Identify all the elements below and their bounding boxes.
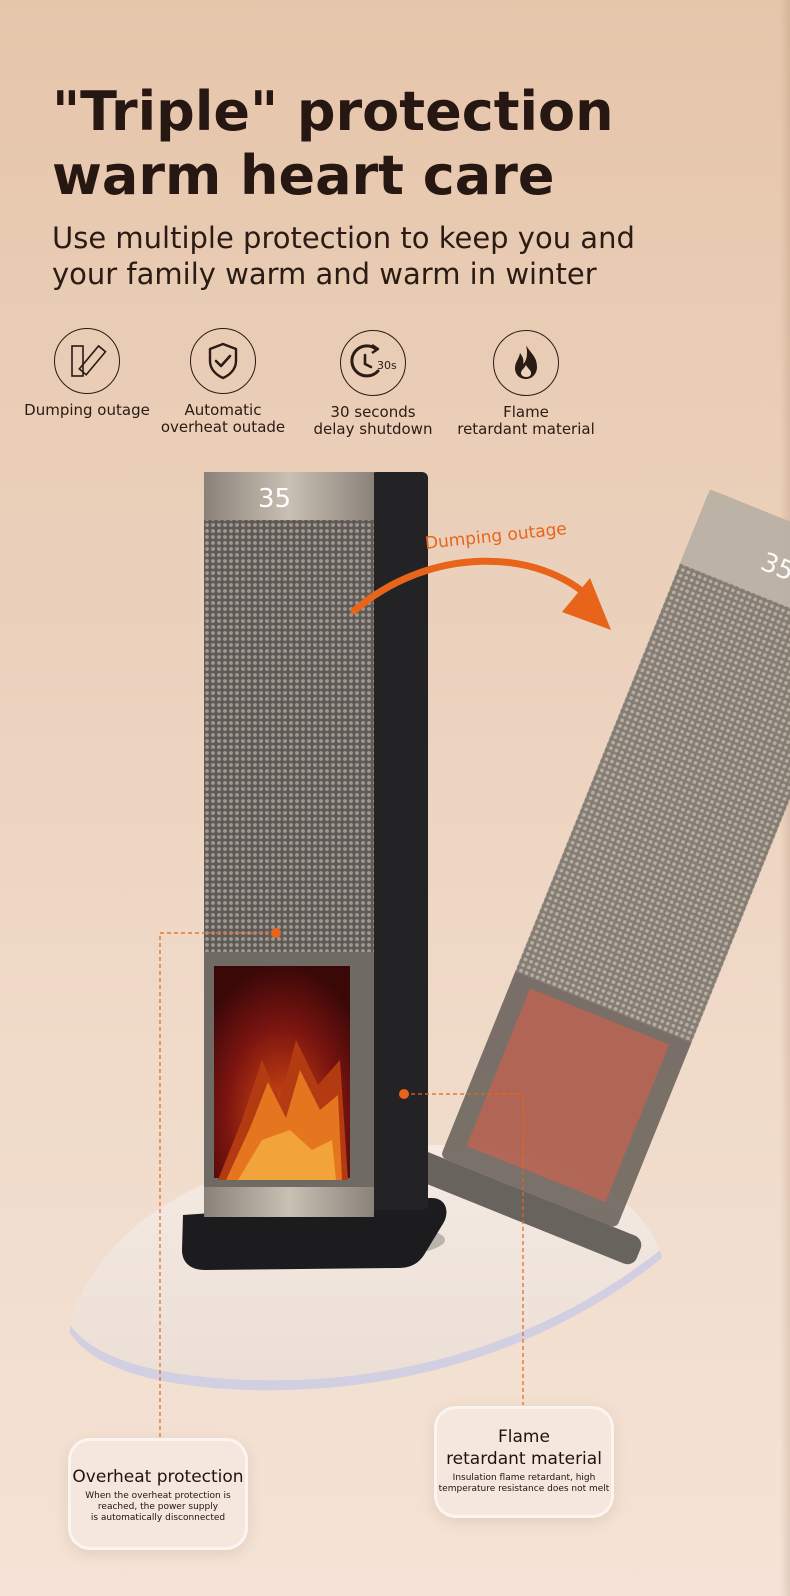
headline-line-2: warm heart care [52, 144, 555, 207]
feature-caption-line-2: overheat outade [160, 418, 286, 436]
feature-caption-line-1: Automatic [184, 401, 262, 419]
feature-flame-retardant: Flame retardant material [446, 330, 606, 438]
tilted-heater: 35 [404, 489, 790, 1265]
callout-description: When the overheat protection is reached,… [68, 1491, 248, 1524]
callout-title-line-1: Flame [498, 1427, 550, 1447]
headline-line-1: "Triple" protection [52, 80, 614, 143]
upright-heater: 35 [182, 472, 447, 1270]
callout-flame-retardant: Flame retardant material Insulation flam… [434, 1406, 614, 1518]
flame-dot [399, 1089, 409, 1099]
product-illustration: 35 35 [70, 472, 790, 1440]
subheadline: Use multiple protection to keep you and … [52, 220, 635, 292]
upright-display: 35 [258, 484, 291, 514]
callout-desc-line-1: When the overheat protection is [85, 1491, 231, 1501]
callout-desc-line-2: temperature resistance does not melt [438, 1484, 610, 1494]
dumping-arrow [350, 557, 611, 630]
feature-delay-shutdown: 30s 30 seconds delay shutdown [302, 330, 444, 438]
subheadline-line-1: Use multiple protection to keep you and [52, 221, 635, 255]
feature-caption-line-2: delay shutdown [313, 420, 433, 438]
shield-check-icon [190, 328, 256, 394]
feature-caption-line-2: retardant material [457, 420, 595, 438]
feature-caption-line-1: Flame [503, 403, 549, 421]
callout-title-line-2: retardant material [446, 1449, 602, 1469]
feature-overheat: Automatic overheat outade [152, 328, 294, 436]
callout-leaders [159, 932, 524, 1440]
timer-badge: 30s [377, 359, 397, 372]
timer-30s-icon: 30s [340, 330, 406, 396]
callout-description: Insulation flame retardant, high tempera… [434, 1473, 614, 1495]
tilt-icon [54, 328, 120, 394]
subheadline-line-2: your family warm and warm in winter [52, 257, 597, 291]
headline: "Triple" protection warm heart care [52, 80, 614, 208]
callout-title: Overheat protection [72, 1467, 244, 1487]
feature-caption-line-1: 30 seconds [330, 403, 416, 421]
callout-overheat: Overheat protection When the overheat pr… [68, 1438, 248, 1550]
feature-caption: Dumping outage [24, 401, 150, 419]
callout-desc-line-3: is automatically disconnected [90, 1513, 226, 1523]
flame-icon [493, 330, 559, 396]
overheat-dot [271, 928, 281, 938]
callout-desc-line-2: reached, the power supply [97, 1502, 219, 1512]
callout-desc-line-1: Insulation flame retardant, high [452, 1473, 596, 1483]
feature-dumping-outage: Dumping outage [17, 328, 157, 419]
callout-title: Flame retardant material [434, 1426, 614, 1470]
